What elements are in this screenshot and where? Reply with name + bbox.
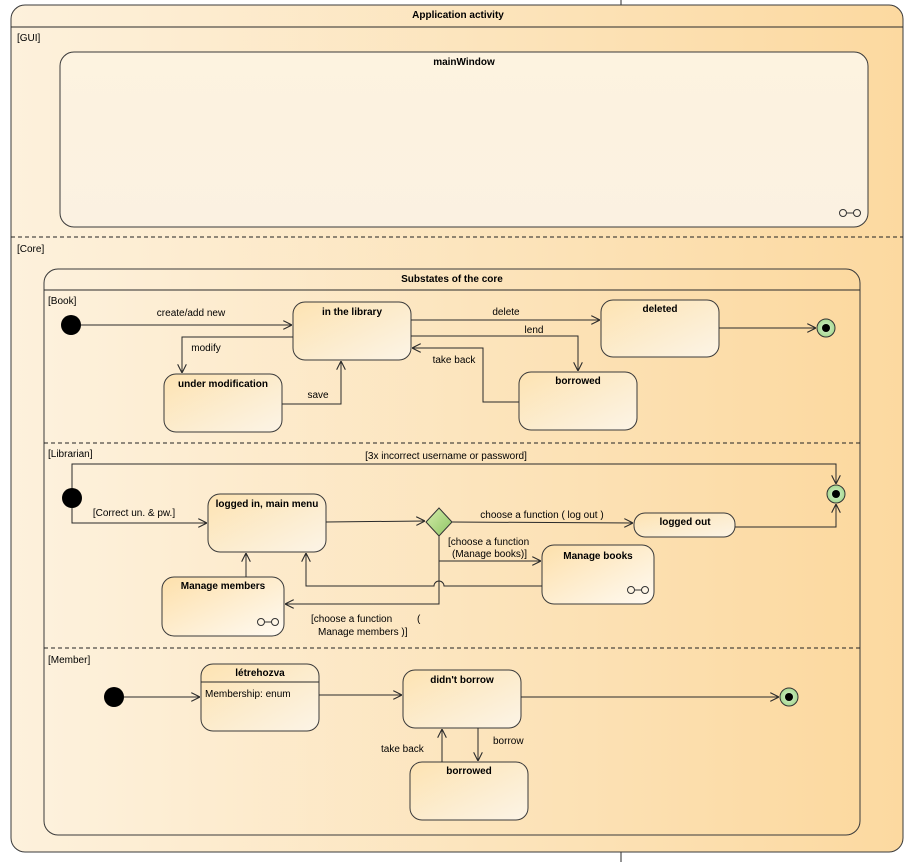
state-letrehozva[interactable] <box>200 663 320 732</box>
state-member-borrowed-label: borrowed <box>446 766 492 777</box>
librarian-final-node[interactable] <box>826 484 846 504</box>
book-initial-node[interactable] <box>61 315 81 335</box>
transition-books-back-to-menu[interactable] <box>306 553 542 587</box>
composite-link-icon <box>839 209 861 217</box>
transition-logout-label: choose a function ( log out ) <box>480 510 603 521</box>
state-didnt-borrow-label: didn't borrow <box>430 675 494 686</box>
state-book-borrowed[interactable] <box>518 371 638 431</box>
transition-borrow-label: borrow <box>493 736 524 747</box>
main-window-title: mainWindow <box>433 57 495 68</box>
diagram-title: Application activity <box>412 10 504 21</box>
state-manage-books-label: Manage books <box>563 551 633 562</box>
state-logged-in-main-menu[interactable] <box>207 493 327 553</box>
member-final-node[interactable] <box>779 687 799 707</box>
region-member-label: [Member] <box>48 655 90 666</box>
region-librarian-label: [Librarian] <box>48 449 93 460</box>
transition-delete-label: delete <box>492 307 520 318</box>
book-final-node[interactable] <box>816 318 836 338</box>
manage-books-composite-icon <box>627 586 649 594</box>
transition-lend-label: lend <box>525 325 544 336</box>
state-book-borrowed-label: borrowed <box>555 376 601 387</box>
transition-incorrect-login-label: [3x incorrect username or password] <box>365 451 527 462</box>
transition-to-decision[interactable] <box>325 521 425 522</box>
state-logged-out-label: logged out <box>659 517 711 528</box>
transition-take-back-book-label: take back <box>433 355 477 366</box>
core-substates-title: Substates of the core <box>401 274 503 285</box>
state-in-the-library-label: in the library <box>322 307 382 318</box>
transition-manage-members-paren: ( <box>417 614 421 625</box>
transition-lend[interactable] <box>411 335 578 371</box>
state-manage-members-label: Manage members <box>181 581 266 592</box>
state-logged-in-main-menu-label: logged in, main menu <box>216 499 319 510</box>
state-letrehozva-attribute: Membership: enum <box>205 689 291 700</box>
transition-manage-books-label-1: [choose a function <box>448 537 529 548</box>
region-book-label: [Book] <box>48 296 77 307</box>
transition-logout[interactable] <box>451 522 633 523</box>
manage-members-composite-icon <box>257 618 279 626</box>
state-letrehozva-label: létrehozva <box>235 668 285 679</box>
transition-member-take-back-label: take back <box>381 744 425 755</box>
transition-manage-members-label-2: Manage members )] <box>318 627 408 638</box>
state-manage-members[interactable] <box>161 576 285 637</box>
member-initial-node[interactable] <box>104 687 124 707</box>
state-in-the-library[interactable] <box>292 301 412 361</box>
transition-save[interactable] <box>282 361 341 405</box>
state-manage-books[interactable] <box>541 544 655 605</box>
transition-logged-out-to-final[interactable] <box>735 504 836 528</box>
state-logged-out[interactable] <box>633 512 736 538</box>
state-didnt-borrow[interactable] <box>402 669 522 729</box>
main-window-state[interactable] <box>59 51 869 228</box>
transition-modify[interactable] <box>182 336 293 373</box>
state-under-modification-label: under modification <box>178 379 268 390</box>
transition-correct-login[interactable] <box>71 508 207 523</box>
state-under-modification[interactable] <box>163 373 283 433</box>
state-deleted-label: deleted <box>642 304 677 315</box>
transition-incorrect-login[interactable] <box>71 463 836 488</box>
transition-create-label: create/add new <box>157 308 226 319</box>
transition-manage-members[interactable] <box>285 536 440 604</box>
region-core-label: [Core] <box>17 244 44 255</box>
transition-modify-label: modify <box>191 343 220 354</box>
transition-manage-members-label-1: [choose a function <box>311 614 392 625</box>
transition-manage-books-label-2: (Manage books)] <box>452 549 527 560</box>
state-member-borrowed[interactable] <box>409 761 529 821</box>
transition-correct-login-label: [Correct un. & pw.] <box>93 508 175 519</box>
transition-save-label: save <box>307 390 329 401</box>
region-gui-label: [GUI] <box>17 33 41 44</box>
transition-take-back-book[interactable] <box>412 348 519 403</box>
librarian-initial-node[interactable] <box>62 488 82 508</box>
